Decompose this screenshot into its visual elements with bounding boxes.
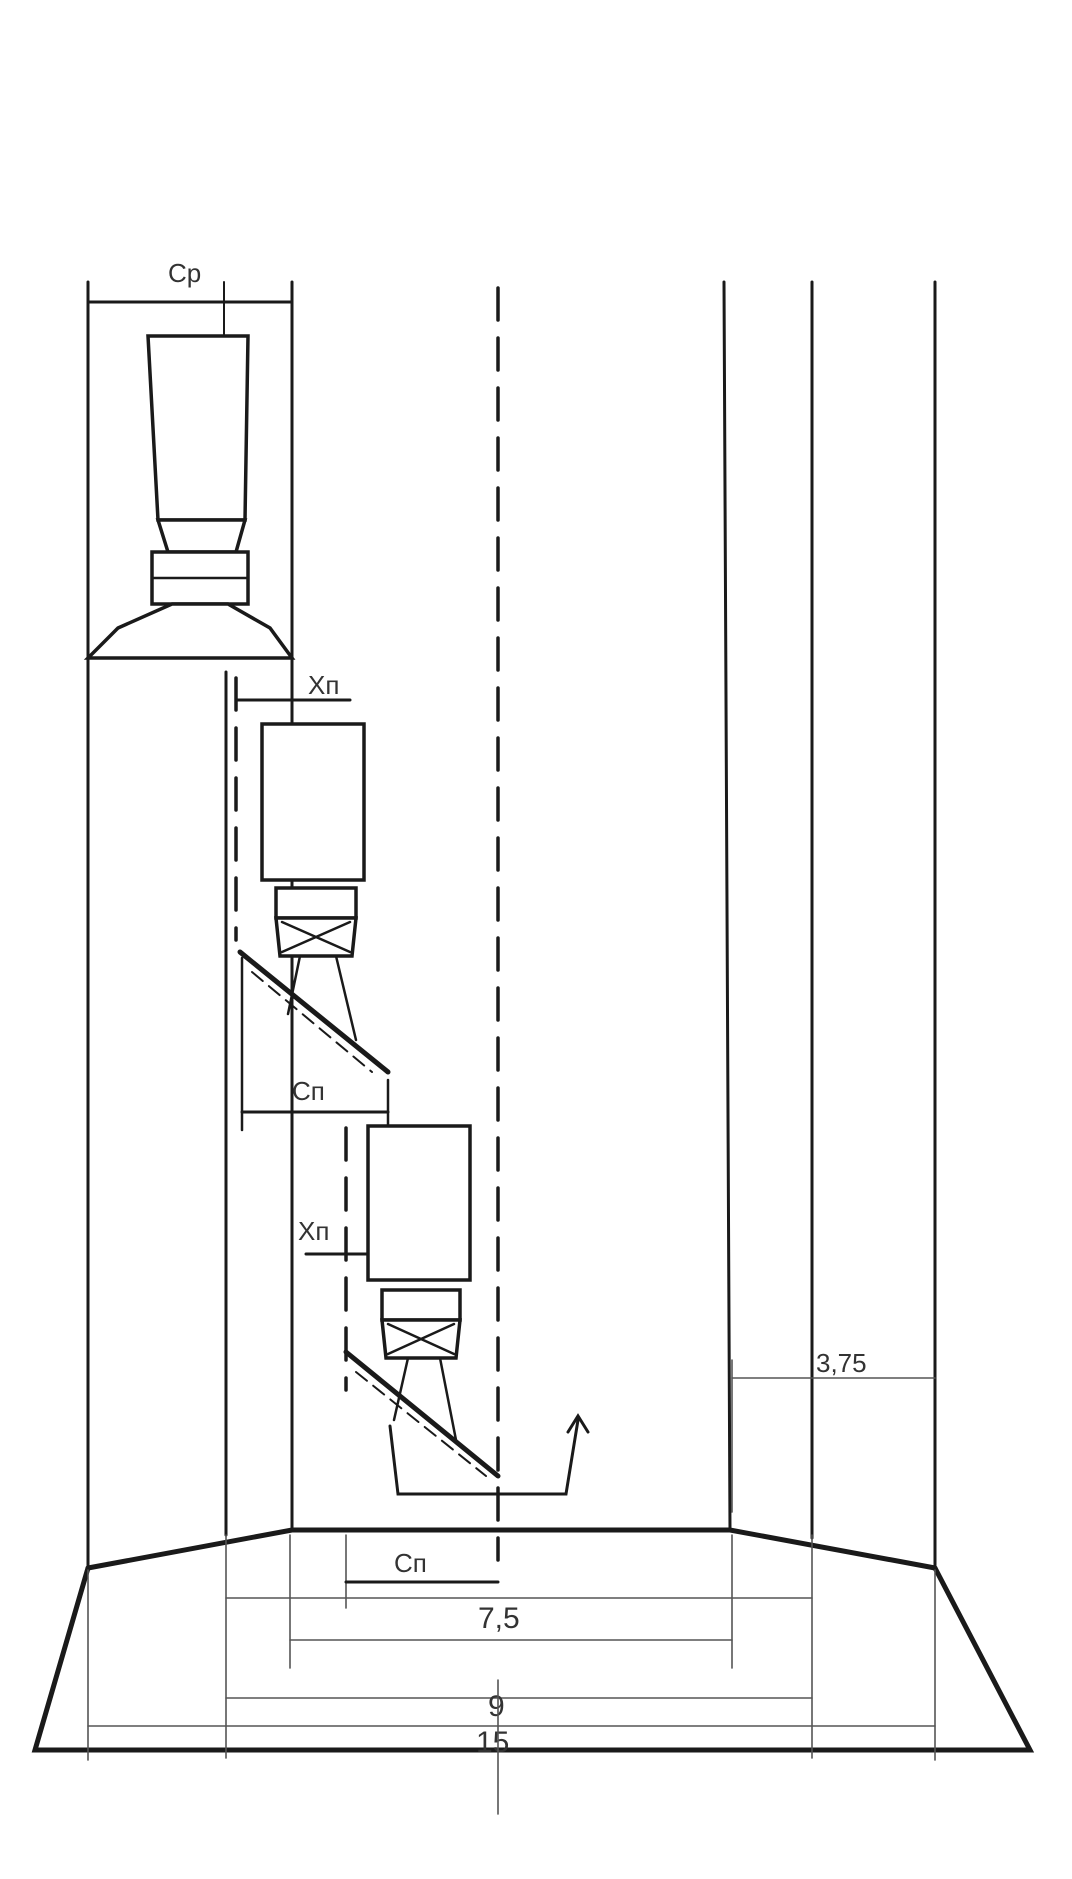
plough-truck-1: Хп Сп: [234, 670, 391, 1132]
dim-9-label: 9: [488, 1690, 505, 1723]
xp-top-label: Хп: [308, 670, 339, 700]
cp-mid-label: Сп: [292, 1076, 325, 1106]
dimensions: Сп 3,75 7,5 9 15: [87, 1348, 936, 1815]
plough-2-cab: [380, 1288, 462, 1322]
embankment-section: [31, 1527, 1035, 1753]
dim-75-label: 7,5: [478, 1602, 520, 1635]
plough-1-cab: [274, 886, 358, 920]
rotary-cab: [155, 518, 248, 554]
turn-arrow-head: [566, 1413, 590, 1434]
turn-path: [388, 1418, 580, 1496]
plough-1-body: [260, 722, 366, 882]
dim-15-label: 15: [476, 1726, 509, 1759]
dim-375-label: 3,75: [816, 1348, 867, 1378]
cp-label: Ср: [168, 258, 201, 288]
rotary-snowplow: Ср: [83, 258, 296, 660]
plough-1-blade: [237, 949, 391, 1075]
xp-mid-label: Хп: [298, 1216, 329, 1246]
rotary-truck-body: [146, 334, 250, 522]
embankment-slopes: [31, 1565, 1035, 1753]
rotary-blower-head: [83, 602, 296, 660]
roadway-surface: [85, 1527, 938, 1571]
plough-2-body: [366, 1124, 472, 1282]
plough-2-blade: [343, 1349, 501, 1479]
cp-bottom-label: Сп: [394, 1548, 427, 1578]
plough-truck-2: Хп: [298, 1124, 590, 1496]
lane-edge-right: [722, 280, 732, 1532]
